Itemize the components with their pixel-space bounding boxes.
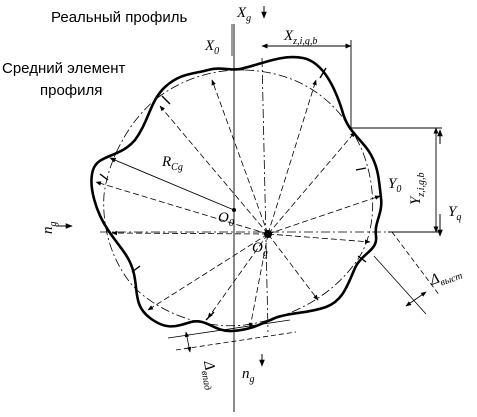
radial-arrow: [95, 181, 269, 235]
radial-arrow: [207, 233, 269, 319]
og-point: [264, 230, 272, 238]
mean-element-label-line1: Средний элемент: [2, 60, 126, 77]
mean-profile-curve: [103, 69, 374, 327]
ng-bottom-label: ng: [242, 366, 255, 385]
yz-dimension: [388, 127, 440, 233]
radial-arrow: [147, 233, 269, 311]
radial-arrow: [111, 230, 269, 236]
radial-arrow: [211, 79, 269, 235]
rcg-arrow: [109, 157, 235, 211]
radial-arrow: [267, 195, 381, 235]
profile-ticks: [99, 67, 367, 321]
radial-arrows: [95, 79, 381, 329]
delta-vpad-dimension: [167, 319, 297, 353]
delta-vpad-label: Δвпад: [197, 359, 221, 391]
y0-label: Y0: [388, 176, 401, 195]
o0-point: [232, 208, 236, 212]
yq-label: Yq: [448, 204, 461, 223]
o0-label: O0: [218, 210, 234, 229]
x0-label: X0: [204, 38, 219, 57]
radial-arrow: [267, 233, 319, 301]
delta-vyst-label: Δвыст: [427, 263, 464, 292]
og-axis-dashed: [261, 57, 269, 333]
radial-arrow: [159, 105, 269, 235]
real-profile-label: Реальный профиль: [51, 9, 187, 26]
xz-dimension: [261, 40, 442, 129]
radial-arrow: [267, 79, 317, 235]
radial-arrow: [267, 131, 356, 235]
rcg-label: RCg: [161, 154, 183, 173]
delta-vyst-dimension: [373, 231, 441, 315]
radial-arrow: [248, 233, 269, 329]
xz-label: Xz,i,g,b: [283, 28, 317, 47]
yz-label: Yz,i,g,b: [408, 172, 427, 205]
real-profile-curve: [90, 55, 383, 333]
radial-arrow: [267, 233, 371, 244]
xg-label: Xg: [236, 5, 251, 24]
og-label: Og: [252, 240, 268, 259]
ng-left-label: ng: [40, 222, 59, 235]
mean-element-label-line2: профиля: [40, 82, 102, 99]
